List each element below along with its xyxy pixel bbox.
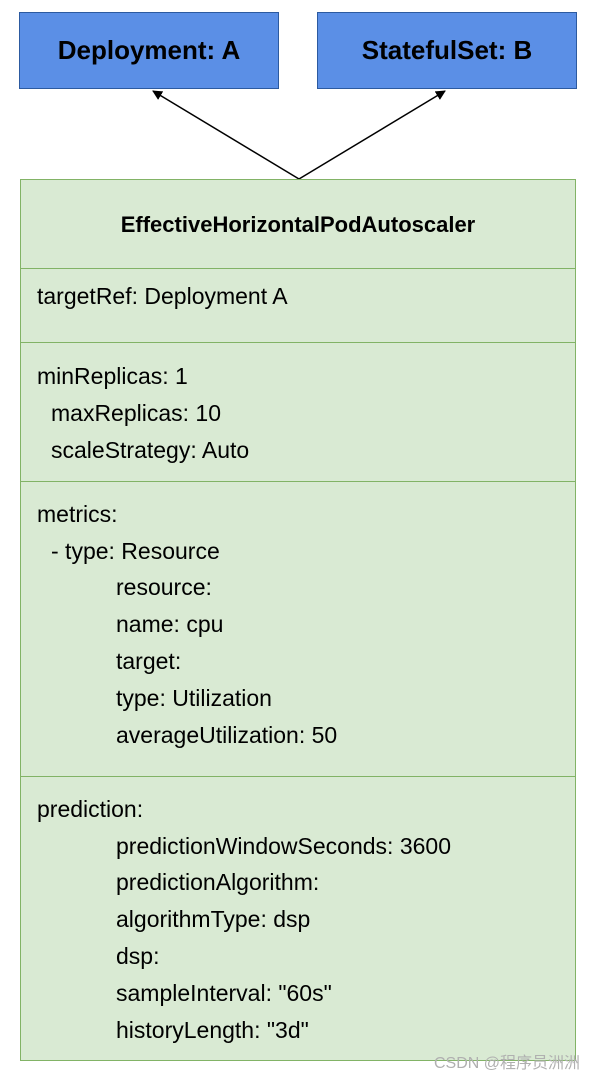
prediction-line: algorithmType: dsp: [116, 906, 311, 932]
statefulset-node: StatefulSet: B: [317, 12, 577, 89]
arrow-to-deployment: [152, 90, 300, 180]
deployment-node-label: Deployment: A: [57, 35, 241, 65]
scale-strategy-line: scaleStrategy: Auto: [51, 437, 250, 463]
statefulset-node-label: StatefulSet: B: [361, 35, 533, 65]
prediction-line: dsp:: [116, 943, 160, 969]
max-replicas-line: maxReplicas: 10: [51, 400, 222, 426]
metrics-line: - type: Resource: [51, 538, 220, 564]
class-title: EffectiveHorizontalPodAutoscaler: [120, 211, 476, 237]
replicas-section: minReplicas: 1 maxReplicas: 10 scaleStra…: [21, 342, 575, 481]
watermark: CSDN @程序员洲洲: [433, 1055, 580, 1072]
metrics-line: averageUtilization: 50: [116, 722, 338, 748]
arrow-to-statefulset: [298, 90, 446, 180]
prediction-line: predictionWindowSeconds: 3600: [116, 833, 451, 859]
metrics-section: metrics: - type: Resource resource: name…: [21, 481, 575, 776]
metrics-line: metrics:: [37, 501, 118, 527]
prediction-line: historyLength: "3d": [116, 1017, 309, 1043]
target-ref-line: targetRef: Deployment A: [37, 283, 288, 309]
metrics-line: target:: [116, 648, 182, 674]
metrics-line: type: Utilization: [116, 685, 272, 711]
ehpa-class-box: EffectiveHorizontalPodAutoscaler targetR…: [20, 179, 576, 1061]
metrics-line: name: cpu: [116, 611, 224, 637]
target-ref-section: targetRef: Deployment A: [21, 268, 575, 342]
prediction-line: sampleInterval: "60s": [116, 980, 332, 1006]
class-header: EffectiveHorizontalPodAutoscaler: [21, 180, 575, 268]
deployment-node: Deployment: A: [19, 12, 279, 89]
prediction-line: prediction:: [37, 796, 144, 822]
metrics-line: resource:: [116, 574, 212, 600]
prediction-line: predictionAlgorithm:: [116, 869, 320, 895]
prediction-section: prediction: predictionWindowSeconds: 360…: [21, 776, 575, 1062]
min-replicas-line: minReplicas: 1: [37, 363, 188, 389]
